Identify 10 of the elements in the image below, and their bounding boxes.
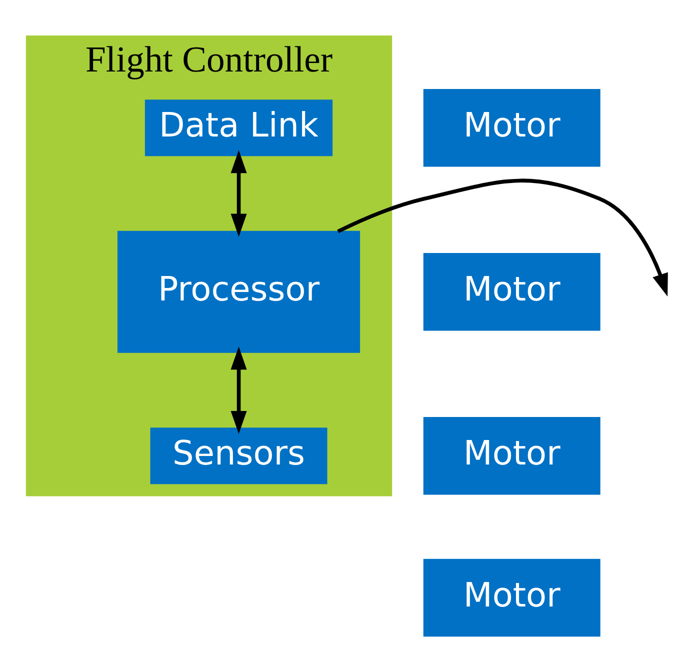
node-box: Processor	[117, 230, 360, 352]
node-box: Data Link	[144, 99, 333, 156]
node-box: Motor	[423, 252, 600, 330]
arrow	[230, 150, 247, 236]
node-box: Motor	[423, 88, 600, 166]
node-box: Motor	[423, 416, 600, 494]
arrow	[230, 346, 247, 434]
node-box: Motor	[423, 558, 600, 636]
node-box: Sensors	[150, 427, 328, 484]
arrow	[337, 178, 668, 296]
